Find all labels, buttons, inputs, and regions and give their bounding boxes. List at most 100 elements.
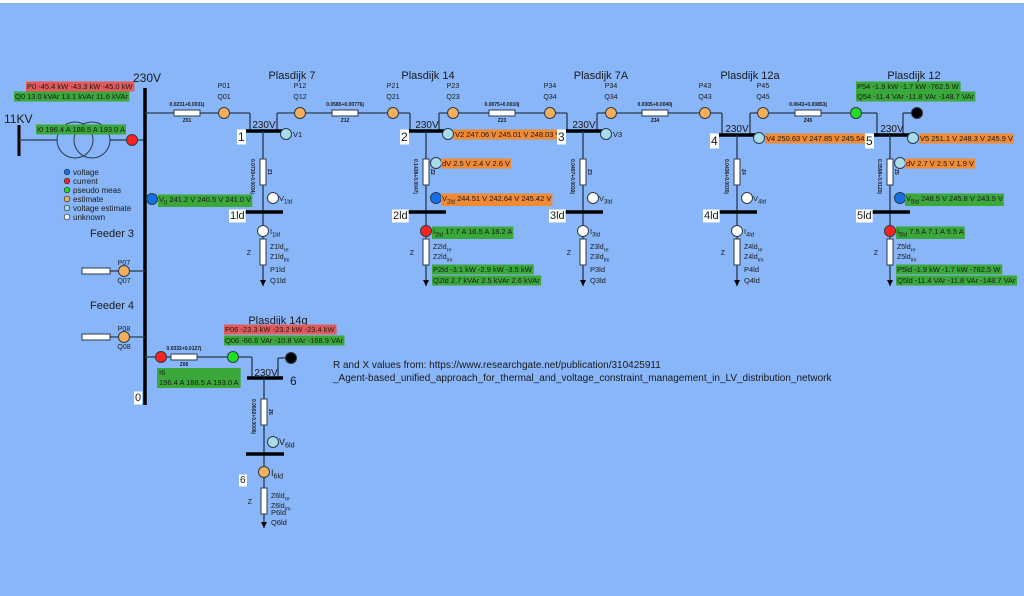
bus-number: 1 bbox=[238, 130, 245, 144]
load-z-im: Z3ldim bbox=[590, 254, 610, 264]
subscript: 4ld bbox=[746, 233, 754, 239]
feeder3-cable bbox=[81, 267, 111, 275]
p0-box bbox=[26, 81, 135, 92]
subscript: 2ld bbox=[435, 233, 443, 239]
reference-text: _Agent-based_unified_approach_for_therma… bbox=[332, 373, 832, 384]
load-impedance bbox=[259, 238, 267, 266]
load-z-re: Z3ldre bbox=[590, 244, 609, 254]
subscript: 6ld bbox=[285, 441, 295, 450]
flow-p-label: P01 bbox=[218, 83, 231, 90]
dv-node[interactable] bbox=[894, 157, 906, 169]
bus-voltage-value: V2 247.06 V 245.01 V 248.03 V bbox=[455, 130, 561, 139]
load-arrow-icon bbox=[261, 522, 267, 528]
load-z-re: Z1ldre bbox=[270, 244, 289, 254]
load-voltage-node[interactable] bbox=[741, 192, 753, 204]
load-arrow-icon bbox=[580, 280, 586, 286]
load-voltage-value: V5ld 248.5 V 245.8 V 243.9 V bbox=[906, 194, 1003, 206]
load-current-node[interactable] bbox=[420, 225, 432, 237]
impedance-value: 0.0075+0.0010j bbox=[485, 102, 521, 108]
branch-impedance-name: Z4 bbox=[740, 169, 746, 175]
load-z-symbol: Z bbox=[874, 250, 879, 257]
p06-node[interactable] bbox=[227, 351, 239, 363]
flow-node-p12[interactable] bbox=[294, 107, 306, 119]
load-current-node[interactable] bbox=[884, 225, 896, 237]
symbol: Z4ld bbox=[744, 244, 758, 251]
load-voltage-node[interactable] bbox=[430, 192, 442, 204]
load-z-im: Z6ldim bbox=[271, 503, 291, 513]
flow-node-p23[interactable] bbox=[447, 107, 459, 119]
load-current-node[interactable] bbox=[577, 225, 589, 237]
flow-node-p34[interactable] bbox=[605, 107, 617, 119]
open-end-node[interactable] bbox=[285, 352, 297, 364]
open-end-node[interactable] bbox=[911, 107, 923, 119]
bus-voltage-node[interactable] bbox=[753, 132, 765, 144]
v0-box bbox=[158, 194, 253, 207]
load-q-value: Q1ld bbox=[270, 276, 286, 285]
transformer-icon bbox=[56, 121, 94, 159]
load-bus-label-box bbox=[392, 209, 409, 223]
q54-value: Q54 -11.4 VAr -11.8 VAr -148.7 VAr bbox=[857, 92, 974, 101]
area-name: Plasdijk 14g bbox=[248, 315, 307, 327]
feeder3-label: Feeder 3 bbox=[90, 228, 134, 240]
load-current-node[interactable] bbox=[257, 225, 269, 237]
bus-voltage-node[interactable] bbox=[280, 128, 292, 140]
load-voltage-node[interactable] bbox=[894, 192, 906, 204]
i6-node[interactable] bbox=[155, 351, 167, 363]
main-bus-voltage: 230V bbox=[133, 71, 161, 85]
legend-unknown-icon bbox=[63, 213, 71, 221]
i0-node[interactable] bbox=[126, 134, 138, 146]
flow-q-label: Q12 bbox=[293, 94, 306, 101]
bus-voltage-node[interactable] bbox=[600, 128, 612, 140]
load-bus-label-box bbox=[703, 209, 720, 223]
load-current-value: I3ld bbox=[590, 227, 600, 239]
load-bus-label-box bbox=[239, 474, 247, 487]
dv-box bbox=[441, 158, 511, 169]
bus-voltage-node[interactable] bbox=[907, 132, 919, 144]
branch-impedance-name: Z2 bbox=[429, 169, 435, 175]
symbol: V bbox=[599, 194, 604, 203]
subscript: re bbox=[758, 248, 763, 254]
flow-node-p43[interactable] bbox=[699, 107, 711, 119]
subscript: 2ld bbox=[447, 200, 455, 206]
load-voltage-node[interactable] bbox=[267, 192, 279, 204]
bus-number-box bbox=[865, 133, 874, 149]
bus-number: 6 bbox=[290, 374, 297, 388]
impedance-name: Z12 bbox=[341, 118, 350, 124]
load-p-value: P5ld -1.9 kW -1.7 kW -762.5 W bbox=[897, 265, 1001, 274]
flow-p-label: P12 bbox=[294, 83, 307, 90]
load-voltage-node[interactable] bbox=[267, 436, 279, 448]
feeder3-flow-node[interactable] bbox=[118, 265, 130, 277]
load-voltage-node[interactable] bbox=[587, 192, 599, 204]
bus-voltage-node[interactable] bbox=[442, 128, 454, 140]
dv-value: dV 2.7 V 2.5 V 1.9 V bbox=[906, 159, 974, 168]
flow-node-p01[interactable] bbox=[218, 107, 230, 119]
p54-node[interactable] bbox=[850, 107, 862, 119]
value: 248.5 V 245.8 V 243.9 V bbox=[919, 194, 1003, 203]
load-q-box bbox=[896, 275, 1018, 286]
feeder4-flow-node[interactable] bbox=[118, 331, 130, 343]
bus-voltage-value: V5 251.1 V 248.3 V 245.9 V bbox=[920, 134, 1013, 143]
i0-value: I0 196.4 A 188.5 A 193.0 A bbox=[37, 125, 125, 134]
flow-node-p21[interactable] bbox=[387, 107, 399, 119]
load-current-node[interactable] bbox=[258, 466, 270, 478]
flow-node-p34[interactable] bbox=[544, 107, 556, 119]
flow-q-label: Q08 bbox=[117, 344, 130, 351]
impedance-name: Z23 bbox=[498, 118, 507, 124]
load-current-value: I5ld 7.5 A 7.1 A 5.5 A bbox=[897, 227, 964, 239]
load-p-value: P3ld bbox=[590, 265, 605, 274]
load-bus-label: 2ld bbox=[393, 210, 408, 222]
load-current-node[interactable] bbox=[731, 225, 743, 237]
symbol: I bbox=[271, 468, 274, 478]
subscript: im bbox=[284, 258, 290, 264]
flow-node-p45[interactable] bbox=[757, 107, 769, 119]
bus-voltage: 230V bbox=[254, 368, 278, 379]
flow-q-label: Q45 bbox=[756, 94, 769, 101]
legend-current-icon bbox=[63, 177, 71, 185]
v0-node[interactable] bbox=[146, 193, 158, 205]
dv-node[interactable] bbox=[430, 157, 442, 169]
symbol: Z2ld bbox=[433, 244, 447, 251]
bus-voltage-box bbox=[919, 133, 1014, 144]
load-voltage-value: V3ld bbox=[599, 194, 612, 206]
